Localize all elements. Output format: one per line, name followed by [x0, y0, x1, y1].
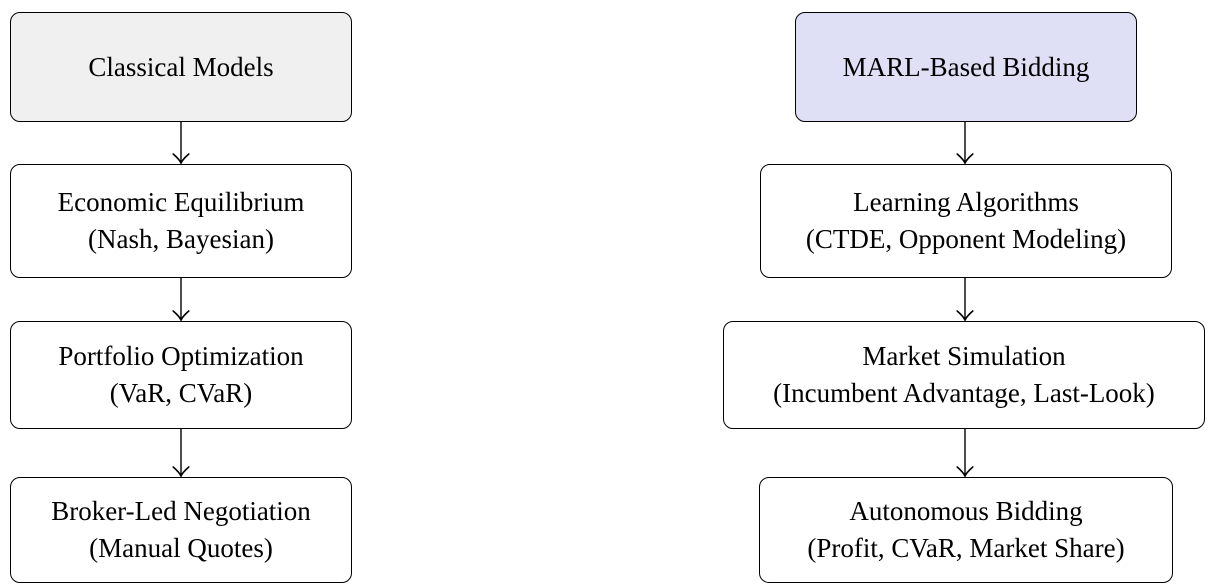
node-label: Broker-Led Negotiation — [51, 496, 311, 526]
node-market-simulation: Market Simulation (Incumbent Advantage, … — [723, 321, 1205, 429]
node-broker-led-negotiation: Broker-Led Negotiation (Manual Quotes) — [10, 477, 352, 583]
node-marl-based-bidding: MARL-Based Bidding — [795, 12, 1137, 122]
node-label: Economic Equilibrium — [57, 187, 305, 217]
node-sublabel: (Manual Quotes) — [89, 533, 273, 563]
flow-arrow-classical-to-economic — [172, 122, 190, 164]
node-sublabel: (CTDE, Opponent Modeling) — [805, 224, 1127, 254]
node-label: Portfolio Optimization — [58, 341, 304, 371]
node-label: Learning Algorithms — [853, 187, 1079, 217]
node-label: Market Simulation — [862, 341, 1066, 371]
node-sublabel: (Nash, Bayesian) — [88, 224, 274, 254]
node-label: Autonomous Bidding — [849, 496, 1083, 526]
flow-arrow-economic-to-portfolio — [172, 278, 190, 321]
node-portfolio-optimization: Portfolio Optimization (VaR, CVaR) — [10, 321, 352, 429]
node-label: Classical Models — [88, 51, 274, 82]
flow-arrow-portfolio-to-broker — [172, 429, 190, 477]
node-label: MARL-Based Bidding — [842, 51, 1090, 82]
node-sublabel: (Incumbent Advantage, Last-Look) — [773, 378, 1155, 408]
flow-arrow-marl-to-learning — [956, 122, 974, 164]
node-learning-algorithms: Learning Algorithms (CTDE, Opponent Mode… — [760, 164, 1172, 278]
node-classical-models: Classical Models — [10, 12, 352, 122]
flow-arrow-market-to-autonomous — [956, 429, 974, 477]
node-sublabel: (VaR, CVaR) — [109, 378, 253, 408]
node-sublabel: (Profit, CVaR, Market Share) — [807, 533, 1125, 563]
node-autonomous-bidding: Autonomous Bidding (Profit, CVaR, Market… — [759, 477, 1173, 583]
flow-arrow-learning-to-market — [956, 278, 974, 321]
node-economic-equilibrium: Economic Equilibrium (Nash, Bayesian) — [10, 164, 352, 278]
